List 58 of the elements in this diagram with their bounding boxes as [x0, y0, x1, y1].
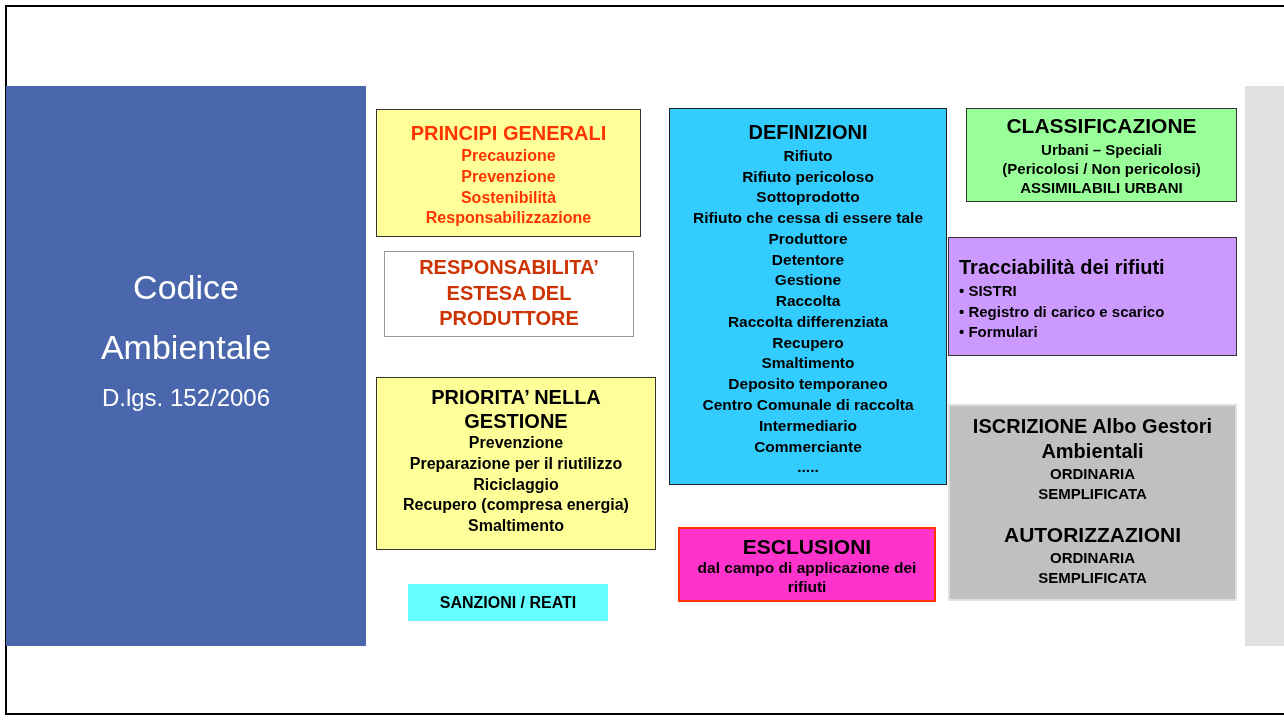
bullet-item: • Registro di carico e scarico	[959, 301, 1165, 322]
list-item: Detentore	[770, 249, 846, 270]
list-item: Produttore	[767, 228, 849, 249]
list-item: Recupero (compresa energia)	[402, 495, 630, 516]
list-item: ORDINARIA	[1049, 464, 1136, 484]
list-item: Raccolta	[774, 291, 842, 312]
bullet-item: • Formulari	[959, 321, 1038, 342]
topic-box	[669, 108, 947, 485]
list-item: Riciclaggio	[472, 474, 560, 495]
list-item: Centro Comunale di raccolta	[701, 395, 915, 415]
list-item: AUTORIZZAZIONI	[1003, 522, 1182, 548]
topic-box	[408, 584, 608, 621]
topic-box	[948, 237, 1237, 356]
list-item: Preparazione per il riutilizzo	[408, 453, 624, 474]
list-item: Prevenzione	[467, 433, 565, 453]
box-heading: ISCRIZIONE Albo Gestori Ambientali	[971, 414, 1214, 464]
topic-box	[966, 108, 1237, 202]
box-heading: PRINCIPI GENERALI	[409, 121, 608, 146]
list-item: (Pericolosi / Non pericolosi)	[1001, 159, 1202, 179]
box-heading: RESPONSABILITA’ ESTESA DEL PRODUTTORE	[418, 255, 600, 332]
list-item: Gestione	[773, 270, 843, 291]
list-item: Deposito temporaneo	[727, 374, 889, 395]
list-item: ORDINARIA	[1049, 548, 1136, 568]
bullet-item: • SISTRI	[959, 281, 1017, 302]
topic-box	[948, 404, 1237, 601]
list-item: Prevenzione	[460, 166, 557, 187]
list-item: Rifiuto pericoloso	[741, 166, 875, 187]
box-heading: CLASSIFICAZIONE	[1005, 113, 1198, 139]
box-heading: PRIORITA’ NELLA GESTIONE	[430, 385, 602, 433]
box-heading: Tracciabilità dei rifiuti	[959, 255, 1166, 280]
topic-box	[376, 109, 641, 237]
list-item: Sostenibilità	[459, 187, 558, 208]
topic-box	[678, 527, 936, 602]
list-item: Responsabilizzazione	[424, 208, 593, 229]
list-item: Recupero	[771, 332, 845, 353]
list-item: Commerciante	[753, 436, 863, 457]
list-item: Rifiuto	[782, 145, 834, 166]
list-item: Intermediario	[757, 415, 859, 436]
list-item: Smaltimento	[760, 353, 856, 374]
list-item: dal campo di applicazione dei rifiuti	[696, 559, 918, 597]
list-item: Raccolta differenziata	[726, 311, 890, 332]
topic-box	[384, 251, 634, 337]
topic-box	[376, 377, 656, 550]
box-heading: ESCLUSIONI	[741, 534, 873, 560]
list-item: SEMPLIFICATA	[1037, 483, 1148, 503]
list-item: Smaltimento	[467, 516, 565, 537]
list-item: Rifiuto che cessa di essere tale	[692, 208, 924, 229]
title-panel	[6, 86, 366, 646]
slide-title: Codice Ambientale	[99, 267, 273, 368]
list-item: SEMPLIFICATA	[1037, 567, 1148, 588]
list-item: .....	[796, 457, 820, 478]
box-heading: SANZIONI / REATI	[438, 592, 578, 613]
list-item: Precauzione	[460, 146, 557, 166]
list-item: ASSIMILABILI URBANI	[1019, 178, 1184, 198]
subtitle: D.lgs. 152/2006	[100, 383, 272, 413]
list-item: Sottoprodotto	[755, 187, 861, 208]
list-item: Urbani – Speciali	[1040, 139, 1163, 160]
box-heading: DEFINIZIONI	[747, 120, 869, 145]
